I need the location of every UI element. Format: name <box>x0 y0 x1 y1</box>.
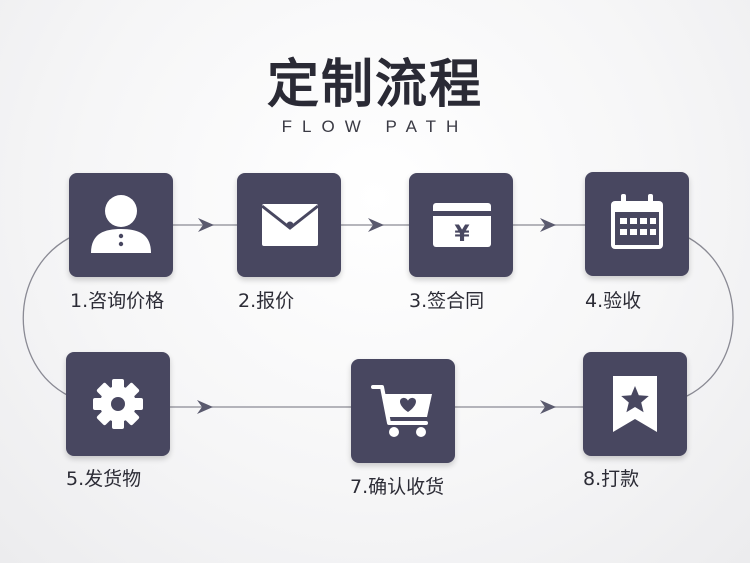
step-label: 1.咨询价格 <box>70 290 165 312</box>
user-icon <box>91 195 151 253</box>
connector-loop-left <box>22 237 70 397</box>
step-ship-goods <box>66 352 170 456</box>
arrow-right-icon <box>197 400 213 414</box>
star-bookmark-icon <box>613 376 657 432</box>
step-confirm-receipt <box>351 359 455 463</box>
connector-loop-right <box>686 237 734 397</box>
step-label: 7.确认收货 <box>350 476 445 498</box>
arrow-right-icon <box>540 400 556 414</box>
envelope-icon <box>261 204 319 246</box>
step-consult-price <box>69 173 173 277</box>
page-title: 定制流程 <box>266 55 483 115</box>
calendar-icon <box>611 194 663 249</box>
cart-heart-icon <box>371 385 432 437</box>
step-label: 5.发货物 <box>66 468 142 490</box>
step-quote <box>237 173 341 277</box>
step-sign-contract: ¥ <box>409 173 513 277</box>
step-acceptance <box>585 172 689 276</box>
step-label: 3.签合同 <box>409 290 485 312</box>
step-label: 4.验收 <box>585 290 642 312</box>
yen-card-icon: ¥ <box>433 203 491 247</box>
step-label: 2.报价 <box>238 290 295 312</box>
page-subtitle: FLOW PATH <box>281 117 469 136</box>
step-label: 8.打款 <box>583 468 640 490</box>
arrow-right-icon <box>198 218 214 232</box>
gear-icon <box>93 379 143 429</box>
step-payment <box>583 352 687 456</box>
arrow-right-icon <box>540 218 556 232</box>
svg-text:¥: ¥ <box>454 222 470 247</box>
arrow-right-icon <box>368 218 384 232</box>
